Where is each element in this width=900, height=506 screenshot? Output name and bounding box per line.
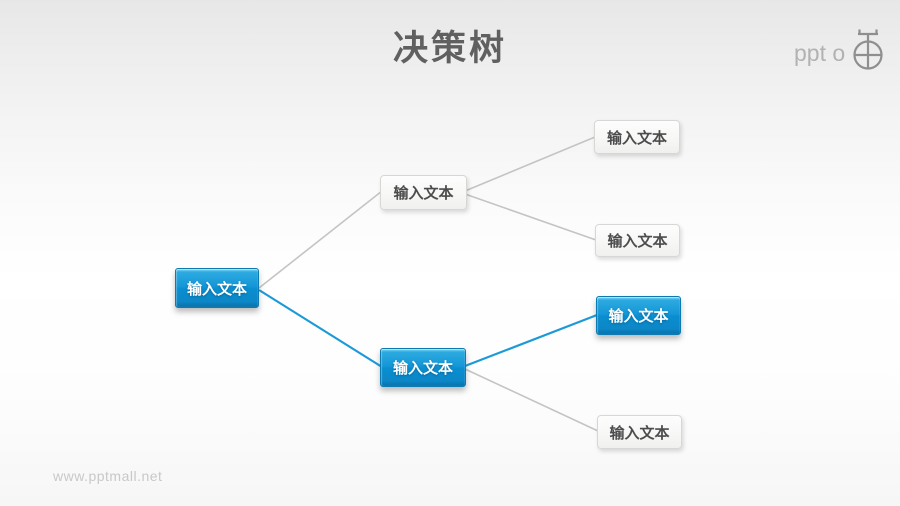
tree-node-leaf-3[interactable]: 输入文本 bbox=[596, 296, 681, 335]
tree-node-branch-top[interactable]: 输入文本 bbox=[380, 175, 467, 210]
edge-branchbottom-leaf4 bbox=[464, 368, 599, 432]
pptmall-logo: ppt o bbox=[794, 29, 883, 70]
tree-node-leaf-4[interactable]: 输入文本 bbox=[597, 415, 682, 449]
tree-node-label: 输入文本 bbox=[607, 233, 668, 250]
tree-node-branch-bottom[interactable]: 输入文本 bbox=[380, 348, 466, 387]
edge-branchbottom-leaf3 bbox=[464, 313, 598, 368]
tree-node-leaf-1[interactable]: 输入文本 bbox=[594, 120, 680, 154]
tree-node-label: 输入文本 bbox=[392, 360, 453, 377]
edge-root-branch-top bbox=[258, 190, 383, 289]
edge-root-branch-bottom bbox=[258, 289, 383, 368]
tree-node-label: 输入文本 bbox=[393, 185, 454, 202]
edge-branchtop-leaf1 bbox=[464, 136, 596, 192]
page-title: 决策树 bbox=[392, 29, 507, 68]
logo-text: ppt o bbox=[794, 40, 845, 66]
crossed-circle-bomb-icon bbox=[853, 29, 883, 70]
edge-branchtop-leaf2 bbox=[464, 193, 597, 241]
tree-node-label: 输入文本 bbox=[606, 129, 667, 147]
watermark: www.pptmall.net bbox=[53, 468, 163, 484]
tree-node-root[interactable]: 输入文本 bbox=[175, 268, 259, 308]
tree-node-label: 输入文本 bbox=[186, 280, 247, 298]
tree-node-label: 输入文本 bbox=[609, 424, 670, 442]
tree-node-leaf-2[interactable]: 输入文本 bbox=[595, 224, 680, 257]
tree-node-label: 输入文本 bbox=[608, 308, 669, 325]
